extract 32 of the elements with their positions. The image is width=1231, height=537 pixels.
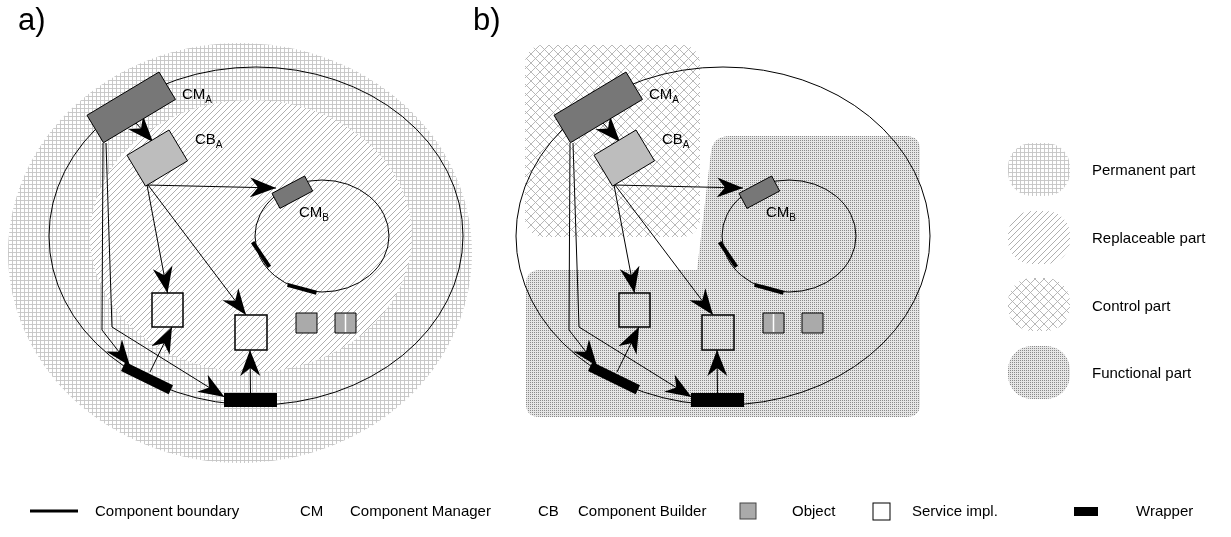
arrow <box>149 326 173 373</box>
abbreviation: CB <box>538 503 559 518</box>
arrow <box>105 142 225 398</box>
component-label: CM$_{A}$ <box>649 86 679 105</box>
component-label: CM$_{A}$ <box>182 86 212 105</box>
legend-label: Functional part <box>1092 365 1192 380</box>
abbreviation: CM <box>300 503 324 518</box>
panel-label: a) <box>18 4 46 35</box>
component-label: CM$_{B}$ <box>766 204 796 223</box>
component-label: CM$_{B}$ <box>299 204 329 223</box>
component-label: CB$_{A}$ <box>195 131 223 150</box>
panel-label: b) <box>473 4 501 35</box>
arrow <box>146 184 173 294</box>
arrow <box>146 177 277 198</box>
legend-label: Permanent part <box>1092 162 1196 177</box>
arrow <box>240 349 261 394</box>
arrow <box>614 184 714 316</box>
legend-label: Component boundary <box>95 503 240 518</box>
legend-label: Wrapper <box>1136 503 1194 518</box>
abbreviation-meaning: Component Builder <box>578 503 707 518</box>
legend-label: Object <box>792 503 836 518</box>
arrow <box>147 184 247 316</box>
arrow <box>616 326 640 373</box>
arrow <box>613 184 640 294</box>
component-label: CB$_{A}$ <box>662 131 690 150</box>
legend-label: Replaceable part <box>1092 230 1206 245</box>
legend-label: Control part <box>1092 298 1171 313</box>
arrow <box>707 349 728 394</box>
abbreviation-meaning: Component Manager <box>350 503 491 518</box>
legend-label: Service impl. <box>912 503 998 518</box>
arrow <box>572 142 692 398</box>
arrow <box>613 177 744 198</box>
